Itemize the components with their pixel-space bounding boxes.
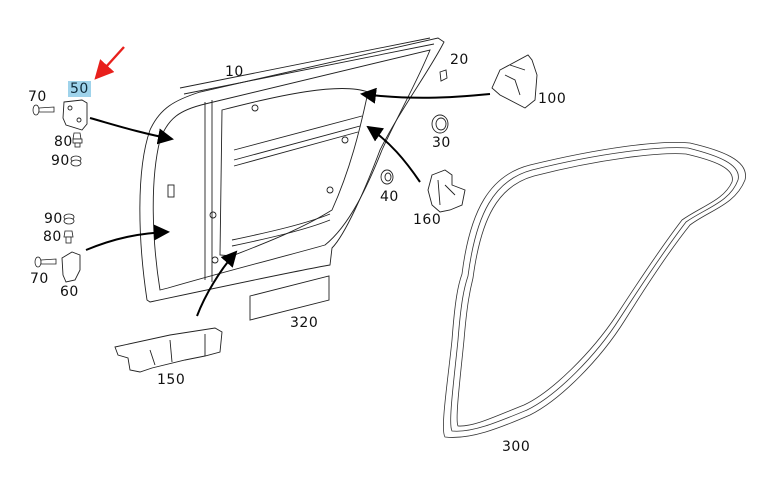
red-pointer-arrow <box>94 46 125 80</box>
part-label-160[interactable]: 160 <box>413 212 442 228</box>
arrow-50-to-door <box>89 117 174 145</box>
part-label-80-upper[interactable]: 80 <box>54 134 73 150</box>
part-label-30[interactable]: 30 <box>432 135 451 151</box>
part-label-20[interactable]: 20 <box>450 52 469 68</box>
part-label-50-highlighted[interactable]: 50 <box>68 81 91 97</box>
sill-trim[interactable] <box>114 327 223 373</box>
arrow-160-to-door <box>366 125 421 183</box>
lower-hinge[interactable] <box>61 251 81 283</box>
bolt-70-lower[interactable] <box>34 256 57 268</box>
part-label-40[interactable]: 40 <box>380 189 399 205</box>
leader-arrows <box>85 87 491 317</box>
bolt-80-upper[interactable] <box>72 132 83 148</box>
part-label-70-upper[interactable]: 70 <box>28 89 47 105</box>
part-label-320[interactable]: 320 <box>290 315 319 331</box>
arrow-100-to-door <box>360 87 491 104</box>
part-label-10[interactable]: 10 <box>225 64 244 80</box>
door-check[interactable] <box>427 169 466 213</box>
part-label-70-lower[interactable]: 70 <box>30 271 49 287</box>
door-seal[interactable] <box>443 141 746 438</box>
grommet-30[interactable] <box>431 114 449 134</box>
upper-hinge[interactable] <box>62 99 88 131</box>
arrow-60-to-door <box>85 224 170 251</box>
label-pad[interactable] <box>249 275 330 321</box>
plug-20[interactable] <box>439 69 448 82</box>
part-label-90-lower[interactable]: 90 <box>44 211 63 227</box>
bolt-70-upper[interactable] <box>32 104 55 116</box>
bolt-80-lower[interactable] <box>63 230 74 244</box>
part-label-90-upper[interactable]: 90 <box>51 153 70 169</box>
grommet-40[interactable] <box>380 169 394 185</box>
part-label-80-lower[interactable]: 80 <box>43 229 62 245</box>
door-shell[interactable] <box>139 37 445 303</box>
part-label-300[interactable]: 300 <box>502 439 531 455</box>
part-label-100[interactable]: 100 <box>538 91 567 107</box>
part-label-60[interactable]: 60 <box>60 284 79 300</box>
part-label-150[interactable]: 150 <box>157 372 186 388</box>
arrow-150-to-door <box>196 250 238 317</box>
nut-90-upper[interactable] <box>70 155 82 167</box>
nut-90-lower[interactable] <box>63 213 75 225</box>
bracket-100[interactable] <box>491 54 538 109</box>
